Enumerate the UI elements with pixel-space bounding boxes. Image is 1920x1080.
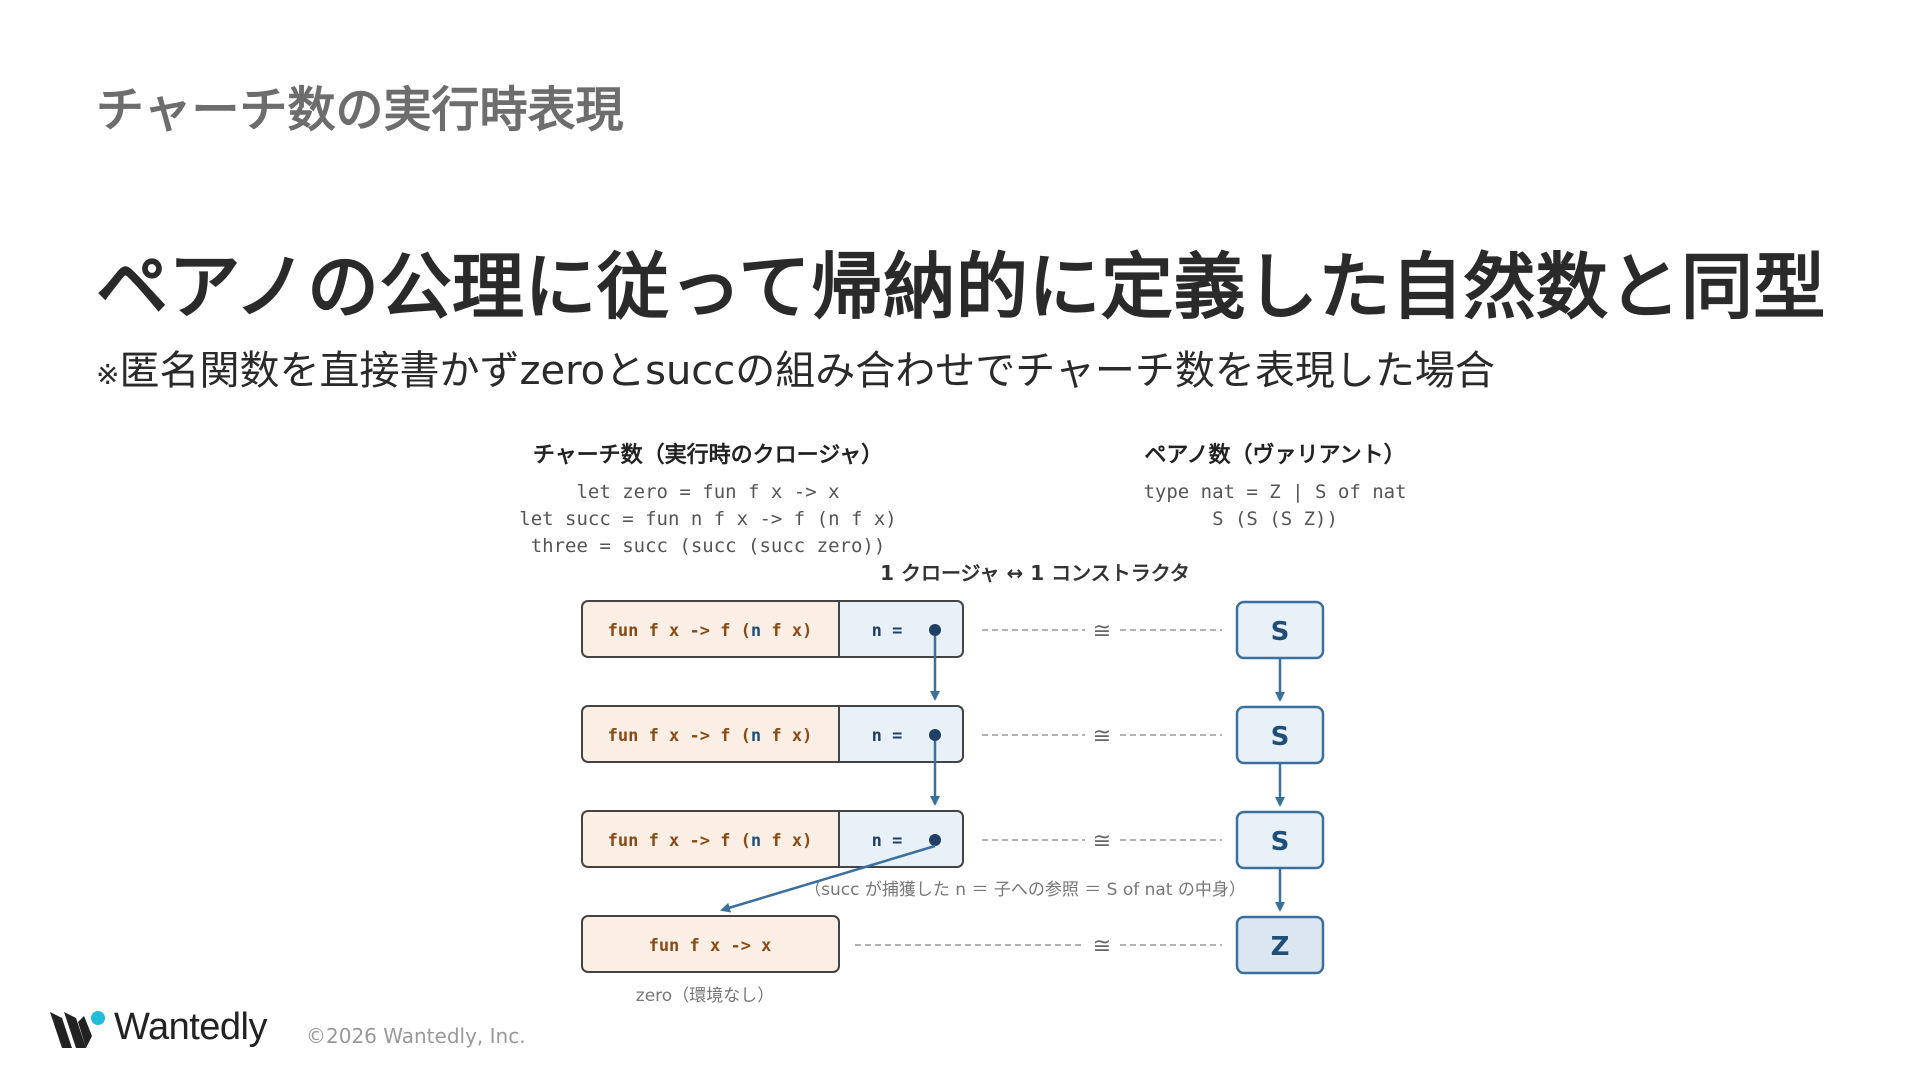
env-pointer-dot xyxy=(929,624,941,636)
brand-wordmark: Wantedly xyxy=(114,1006,268,1048)
closure-row: fun f x -> f (n f x) n = xyxy=(581,705,964,763)
subline: ※匿名関数を直接書かずzeroとsuccの組み合わせでチャーチ数を表現した場合 xyxy=(96,338,1495,396)
mapping-label: 1 クロージャ ↔ 1 コンストラクタ xyxy=(880,561,1190,585)
iso-symbol: ≅ xyxy=(1093,619,1111,644)
constructor-label: S xyxy=(1271,722,1290,752)
church-code-line: let succ = fun n f x -> f (n f x) xyxy=(519,508,897,530)
zero-closure-row: fun f x -> x xyxy=(581,915,840,973)
iso-symbol: ≅ xyxy=(1093,829,1111,854)
closure-row: fun f x -> f (n f x) n = xyxy=(581,810,964,868)
subline-text: 匿名関数を直接書かずzeroとsuccの組み合わせでチャーチ数を表現した場合 xyxy=(119,348,1495,394)
closure-code: fun f x -> f (n f x) xyxy=(608,831,813,851)
closure-env-box xyxy=(839,601,963,657)
wantedly-mark-icon xyxy=(50,1011,105,1048)
wantedly-logo: Wantedly xyxy=(48,1006,288,1056)
peano-code-line: S (S (S Z)) xyxy=(1212,508,1338,530)
constructor-label: Z xyxy=(1271,932,1290,962)
env-label: n = xyxy=(872,831,903,851)
env-reference-arrow xyxy=(720,844,936,913)
zero-note: zero（環境なし） xyxy=(636,986,774,1006)
closure-outline xyxy=(581,705,964,763)
closure-body-box xyxy=(582,706,839,762)
headline: ペアノの公理に従って帰納的に定義した自然数と同型 xyxy=(96,245,1826,329)
closure-outline xyxy=(581,600,964,658)
capture-note: （succ が捕獲した n ＝ 子への参照 ＝ S of nat の中身） xyxy=(804,880,1246,900)
closure-code: fun f x -> f (n f x) xyxy=(608,726,813,746)
church-code-line: three = succ (succ (succ zero)) xyxy=(531,535,886,557)
constructor-label: S xyxy=(1271,617,1290,647)
section-title: チャーチ数の実行時表現 xyxy=(96,82,624,138)
zero-closure-box xyxy=(581,915,840,973)
closure-row: fun f x -> f (n f x) n = xyxy=(581,600,964,658)
peano-code-line: type nat = Z | S of nat xyxy=(1143,481,1406,503)
iso-symbol: ≅ xyxy=(1093,724,1111,749)
closure-body-box xyxy=(582,601,839,657)
constructor-label: S xyxy=(1271,827,1290,857)
env-label: n = xyxy=(872,621,903,641)
closure-env-box xyxy=(839,706,963,762)
peano-heading: ペアノ数（ヴァリアント） xyxy=(1144,442,1405,468)
iso-symbol: ≅ xyxy=(1093,934,1111,959)
closure-outline xyxy=(581,810,964,868)
env-label: n = xyxy=(872,726,903,746)
constructor-box-z xyxy=(1235,915,1325,975)
closure-env-box xyxy=(839,811,963,867)
env-pointer-dot xyxy=(929,834,941,846)
closure-code: fun f x -> f (n f x) xyxy=(608,621,813,641)
subline-mark: ※ xyxy=(96,358,120,391)
closure-body-box xyxy=(582,811,839,867)
env-pointer-dot xyxy=(929,729,941,741)
church-heading: チャーチ数（実行時のクロージャ） xyxy=(533,442,883,468)
church-code-line: let zero = fun f x -> x xyxy=(576,481,839,503)
closure-code: fun f x -> x xyxy=(649,936,772,956)
copyright: ©2026 Wantedly, Inc. xyxy=(306,1024,526,1048)
